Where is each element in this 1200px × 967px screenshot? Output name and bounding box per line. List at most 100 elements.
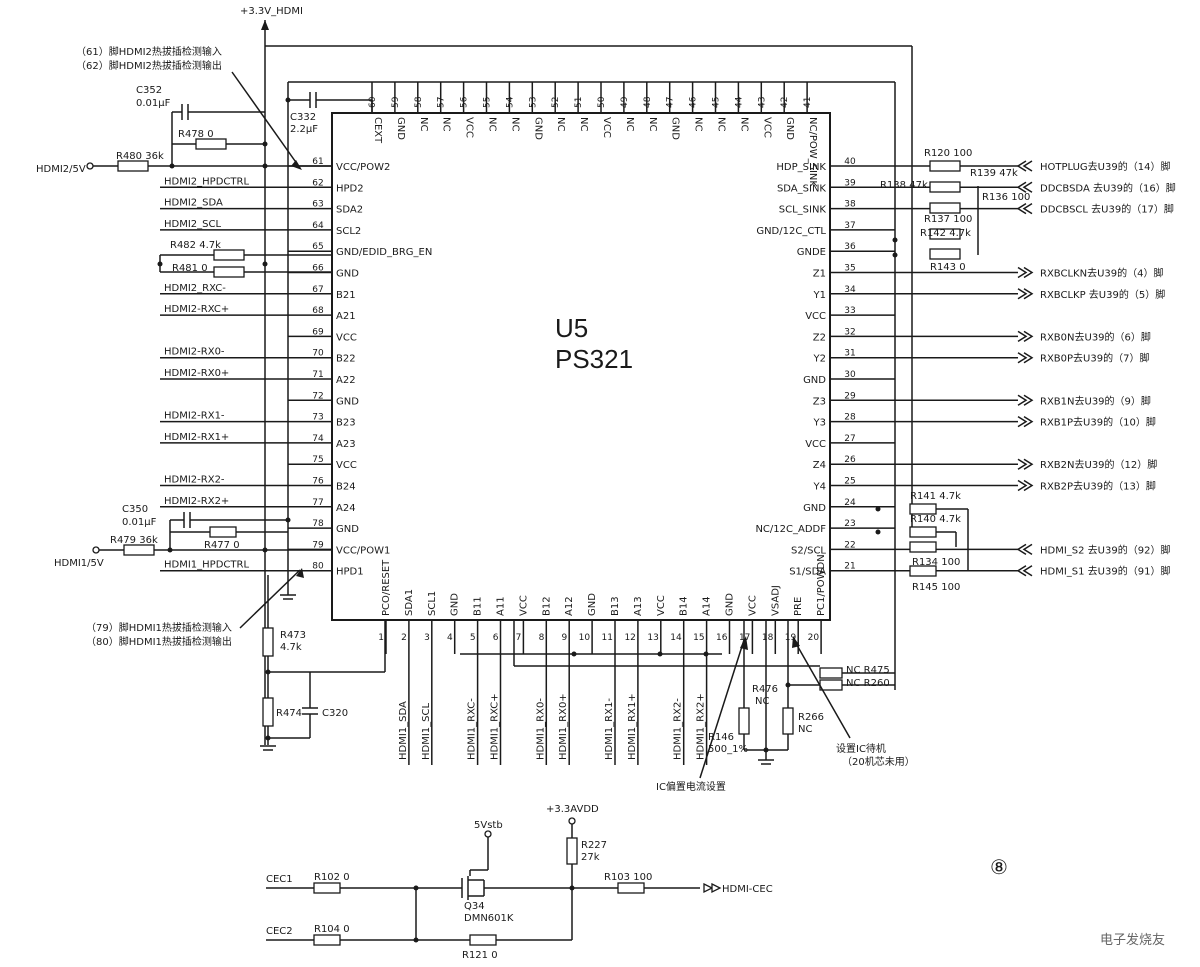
pin-28-name: Y3 [813, 418, 826, 429]
pin-55-number: 55 [483, 97, 493, 108]
bottom-pins: 1PCO/RESET2SDA13SCL14GND5B116A117VCC8B12… [378, 554, 827, 654]
pin-18-name: VSADJ [770, 585, 781, 616]
pin-32-number: 32 [844, 327, 855, 337]
pin-40-name: HDP_SINK [776, 162, 826, 173]
pin-36-name: GNDE [797, 247, 826, 258]
pin-76-number: 76 [312, 477, 324, 487]
pin-47-name: GND [670, 117, 681, 140]
out-32-arrow2 [1023, 330, 1034, 343]
out-38-arrow2 [1022, 202, 1033, 215]
pin-52-number: 52 [551, 97, 561, 108]
pin-73-name: B23 [336, 418, 356, 429]
hdmi2-hotplug-annotation: （61）脚HDMI2热拔插检测输入 （62）脚HDMI2热拔插检测输出 [76, 45, 302, 170]
r473 [262, 627, 274, 657]
net-70-label: HDMI2-RX0- [164, 347, 225, 358]
pin-56-name: VCC [464, 117, 475, 138]
cec1-label: CEC1 [266, 874, 293, 885]
right-resistor-network: R120 100 R139 47k R138 47k R136 100 R137… [875, 148, 1030, 593]
r104 [313, 934, 341, 946]
out-32-arrow [1017, 330, 1028, 343]
r143 [929, 248, 961, 260]
r477-label: R477 0 [204, 540, 240, 551]
r142-label: R142 4.7k [920, 228, 971, 239]
out-29-arrow [1017, 394, 1028, 406]
pin-62-name: HPD2 [336, 183, 364, 194]
pin-20-name: PC1/POWDN [816, 554, 827, 616]
pin-22-number: 22 [844, 540, 855, 550]
out-22-arrow [1016, 543, 1027, 556]
pin-77-number: 77 [312, 498, 323, 508]
hdmi1-5v-terminal [92, 546, 100, 554]
pin-72-number: 72 [312, 391, 323, 401]
r480 [117, 160, 149, 172]
r227-value: 27k [581, 852, 600, 863]
pin-48-name: NC [647, 117, 658, 131]
pin-32-name: Z2 [813, 332, 826, 343]
pin-26-name: Z4 [813, 460, 826, 471]
pin-60-name: CEXT [372, 117, 383, 144]
r140 [909, 526, 937, 538]
r134 [909, 541, 937, 553]
pin-13-number: 13 [647, 633, 658, 643]
hdmi2-5v-label: HDMI2/5V [36, 164, 86, 175]
pin-51-name: NC [578, 117, 589, 131]
bias-annotation: IC偏置电流设置 [656, 636, 748, 793]
pin-28-number: 28 [844, 413, 856, 423]
hdmi2-hotplug-out: （62）脚HDMI2热拔插检测输出 [76, 59, 222, 72]
out-28-arrow2 [1023, 415, 1034, 428]
pin-31-number: 31 [844, 349, 855, 359]
r478-label: R478 0 [178, 129, 214, 140]
r102 [313, 882, 341, 894]
pin-58-name: NC [418, 117, 429, 131]
r479-label: R479 36k [110, 535, 158, 546]
pin-68-name: A21 [336, 311, 356, 322]
pin-16-name: GND [725, 593, 736, 616]
r103-label: R103 100 [604, 872, 652, 883]
hdmi2-hotplug-in: （61）脚HDMI2热拔插检测输入 [76, 45, 222, 58]
pin-29-number: 29 [844, 391, 856, 401]
r260-label: NC R260 [846, 678, 890, 689]
chip-body [331, 112, 831, 621]
pin-53-number: 53 [528, 97, 538, 108]
power-rail: +3.3V_HDMI [240, 6, 913, 745]
pin-70-number: 70 [312, 349, 324, 359]
bnet-11-label: HDMI1_RX1- [604, 698, 615, 760]
pin-12-number: 12 [624, 633, 635, 643]
pin-2-name: SDA1 [404, 589, 415, 616]
pin-39-name: SDA_SINK [777, 183, 826, 194]
net-68-label: HDMI2-RXC+ [164, 304, 229, 315]
pin-69-name: VCC [336, 332, 357, 343]
pin-34-name: Y1 [813, 290, 826, 301]
hdmi2-5v-terminal [86, 162, 94, 170]
pin-34-number: 34 [844, 285, 856, 295]
pin-33-name: VCC [805, 311, 826, 322]
pin-40-number: 40 [844, 157, 856, 167]
out-39-arrow2 [1022, 181, 1033, 193]
c332-value: 2.2μF [290, 124, 318, 135]
pin-48-number: 48 [643, 96, 653, 108]
out-29-label: RXB1N去U39的（9）脚 [1040, 394, 1151, 407]
pin-30-name: GND [803, 375, 826, 386]
out-28-arrow [1017, 415, 1028, 428]
left-nets: HDMI2_HPDCTRLHDMI2_SDAHDMI2_SCLHDMI2_RXC… [160, 176, 288, 572]
pin-20-number: 20 [808, 633, 820, 643]
r474 [262, 697, 274, 727]
pin-69-number: 69 [312, 327, 324, 337]
pin-64-number: 64 [312, 221, 324, 231]
supply-3v3avdd: +3.3AVDD [546, 804, 599, 815]
pin-37-number: 37 [844, 221, 855, 231]
power-rail-label: +3.3V_HDMI [240, 6, 303, 17]
pin-2-number: 2 [401, 633, 407, 643]
pin-3-number: 3 [424, 633, 430, 643]
r482-label: R482 4.7k [170, 240, 221, 251]
pin-76-name: B24 [336, 482, 356, 493]
c352-value: 0.01μF [136, 98, 171, 109]
out-35-arrow [1017, 266, 1028, 279]
hdmi1-power-section: HDMI1/5V R479 36k C350 0.01μF R477 0 [54, 504, 332, 600]
out-22-arrow2 [1022, 543, 1033, 556]
pin-35-number: 35 [844, 264, 855, 274]
r481-label: R481 0 [172, 263, 208, 274]
pin-68-number: 68 [312, 306, 324, 316]
r140-label: R140 4.7k [910, 514, 961, 525]
pin-71-name: A22 [336, 375, 356, 386]
